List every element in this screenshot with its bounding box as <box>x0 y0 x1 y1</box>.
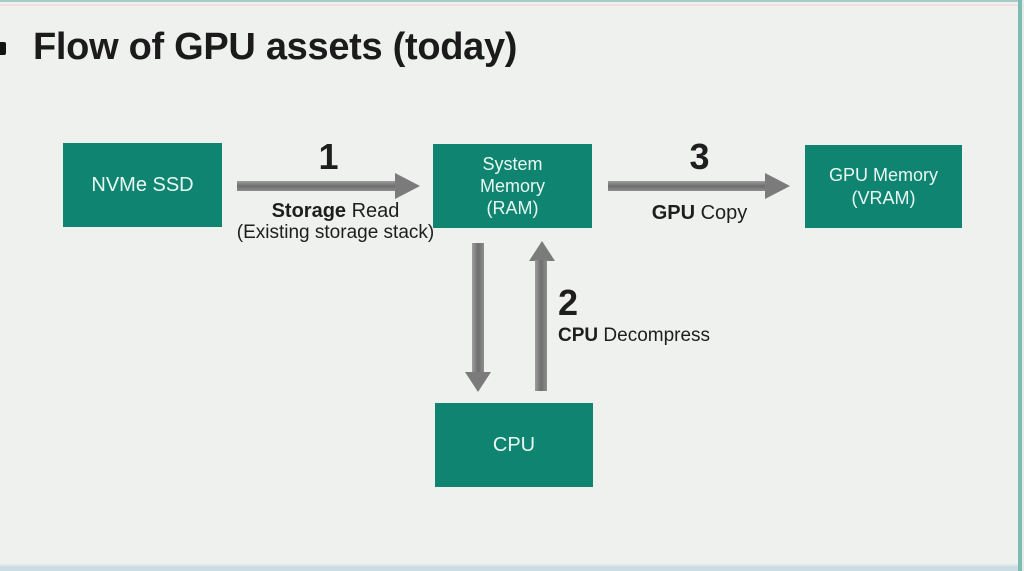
node-nvme-ssd: NVMe SSD <box>63 143 222 227</box>
arrow-cpu-to-ram-head-icon <box>529 241 555 261</box>
arrow-cpu-to-ram-shaft <box>535 260 547 391</box>
left-edge-artifact <box>0 42 6 55</box>
arrow-storage-read-head-icon <box>395 173 420 199</box>
node-gpu-memory-line1: GPU Memory <box>828 164 938 185</box>
step3-label: GPU Copy <box>608 202 791 225</box>
step3-label-bold: GPU <box>651 202 696 224</box>
step1-label-bold: Storage <box>271 200 347 222</box>
arrow-ram-to-cpu-shaft <box>472 243 484 373</box>
step3-label-rest: Copy <box>695 202 748 224</box>
right-border-strip <box>1018 0 1022 571</box>
step2-label-rest: Decompress <box>598 325 711 346</box>
step2-label-bold: CPU <box>558 325 599 346</box>
step2-label: CPU Decompress <box>558 325 710 347</box>
top-border-strip <box>0 0 1024 2</box>
node-gpu-memory-line2: (VRAM) <box>851 187 916 208</box>
arrow-ram-to-cpu-head-icon <box>465 372 491 392</box>
step1-label: Storage Read (Existing storage stack) <box>203 201 468 244</box>
slide-title: Flow of GPU assets (today) <box>33 26 518 68</box>
node-system-memory-line2: Memory <box>479 176 545 196</box>
top-border-strip-light <box>0 2 1024 4</box>
node-nvme-ssd-label: NVMe SSD <box>91 173 194 196</box>
node-gpu-memory: GPU Memory (VRAM) <box>805 145 962 228</box>
bottom-border-strip <box>0 566 1024 571</box>
bottom-border-strip-light <box>0 564 1024 566</box>
step3-number: 3 <box>689 136 710 177</box>
step1-label-sub: (Existing storage stack) <box>236 222 435 243</box>
step1-label-rest: Read <box>346 200 400 222</box>
node-cpu-label: CPU <box>492 433 536 456</box>
right-border-strip-light <box>1022 0 1024 571</box>
arrow-gpu-copy-head-icon <box>765 173 790 199</box>
step2-number: 2 <box>558 282 579 323</box>
node-system-memory: System Memory (RAM) <box>433 144 592 228</box>
node-system-memory-line3: (RAM) <box>486 198 539 218</box>
top-border-strip-pink <box>0 4 1024 6</box>
node-system-memory-line1: System <box>482 154 543 174</box>
arrow-gpu-copy-shaft <box>608 181 766 191</box>
step1-label-line: Storage Read <box>203 201 468 222</box>
arrow-storage-read-shaft <box>237 181 396 191</box>
node-cpu: CPU <box>435 403 593 487</box>
step1-number: 1 <box>318 136 339 177</box>
